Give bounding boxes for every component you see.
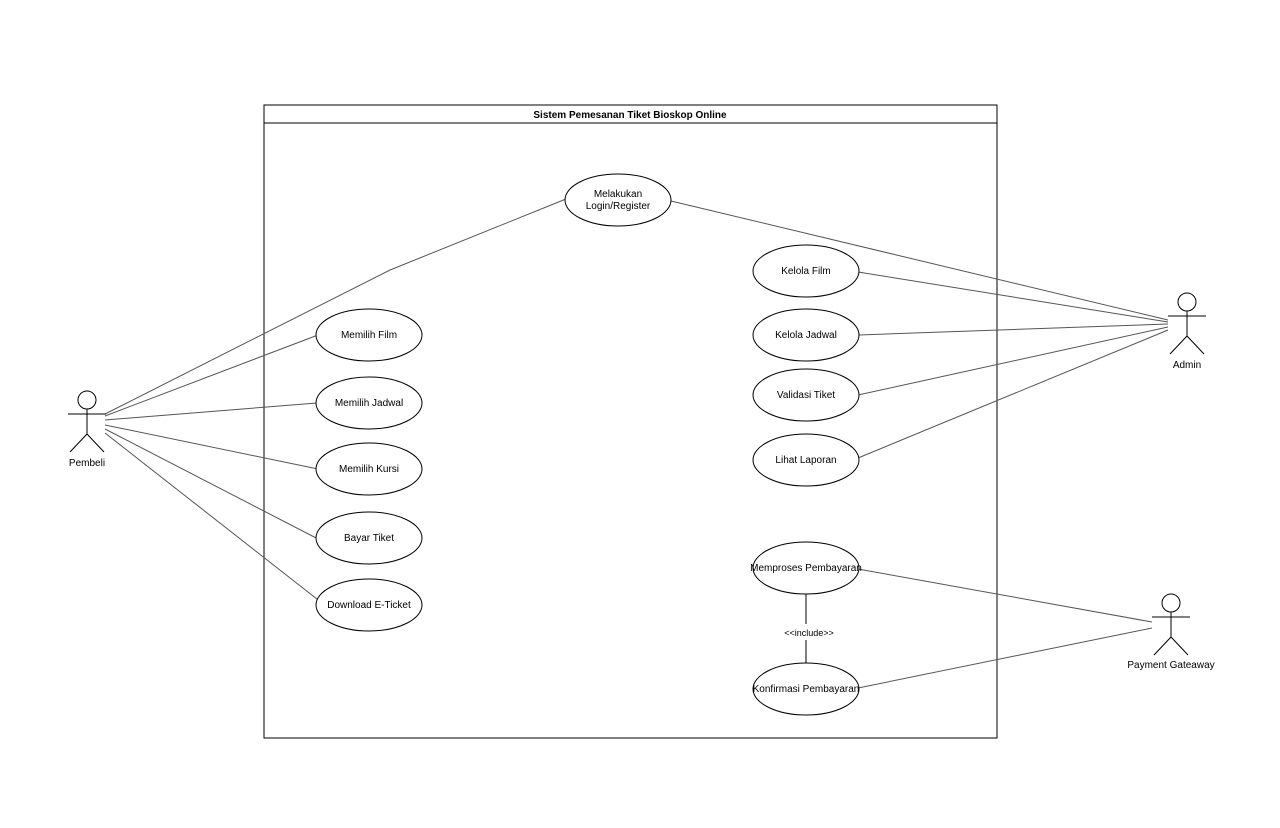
assoc-admin-login [670,200,1169,321]
use-case-login[interactable]: Melakukan Login/Register [564,173,672,227]
use-case-download-eticket[interactable]: Download E-Ticket [315,578,423,632]
assoc-admin-laporan [857,329,1169,459]
use-case-kelola-film-label: Kelola Film [781,266,830,277]
stick-figure-icon [1152,593,1190,656]
use-case-memproses-pembayaran-label: Memproses Pembayaran [750,563,862,574]
actor-payment-gateway-label: Payment Gateaway [1127,660,1214,671]
assoc-admin-kelola-film [857,271,1169,323]
use-case-memproses-pembayaran[interactable]: Memproses Pembayaran [750,541,862,595]
associations [104,198,1169,689]
assoc-pembeli-download [104,432,323,604]
actor-pembeli[interactable]: Pembeli [68,390,106,469]
assoc-pembeli-bayar-tiket [104,428,321,541]
use-case-bayar-tiket-label: Bayar Tiket [344,533,394,544]
use-case-kelola-jadwal-label: Kelola Jadwal [775,330,837,341]
use-case-login-label-line2: Login/Register [586,201,651,212]
use-case-memilih-kursi-ellipse [315,442,423,496]
stick-figure-icon [68,390,106,453]
use-case-memilih-kursi[interactable]: Memilih Kursi [315,442,423,496]
use-case-validasi-tiket-label: Validasi Tiket [777,390,835,401]
include-label: <<include>> [784,628,834,638]
use-case-validasi-tiket-ellipse [752,368,860,422]
assoc-pg-konfirmasi [857,627,1153,689]
use-case-lihat-laporan[interactable]: Lihat Laporan [752,433,860,487]
use-case-lihat-laporan-label: Lihat Laporan [775,455,836,466]
use-case-memilih-kursi-label: Memilih Kursi [339,464,399,475]
use-case-memproses-pembayaran-ellipse [752,541,860,595]
system-title: Sistem Pemesanan Tiket Bioskop Online [533,110,727,121]
use-case-download-eticket-label: Download E-Ticket [327,600,411,611]
use-case-lihat-laporan-ellipse [752,433,860,487]
actor-payment-gateway[interactable]: Payment Gateaway [1127,593,1215,671]
use-case-konfirmasi-pembayaran-label: Konfirmasi Pembayaran [753,684,860,695]
use-case-kelola-film-ellipse [752,244,860,298]
use-case-validasi-tiket[interactable]: Validasi Tiket [752,368,860,422]
actor-admin[interactable]: Admin [1168,292,1206,371]
use-case-konfirmasi-pembayaran-ellipse [752,662,860,716]
actor-pembeli-label: Pembeli [69,458,105,469]
use-case-kelola-jadwal-ellipse [752,308,860,362]
use-cases: Melakukan Login/Register Memilih Film Me… [315,173,862,716]
use-case-memilih-film-label: Memilih Film [341,330,397,341]
assoc-pembeli-memilih-kursi [104,424,319,470]
use-case-bayar-tiket-ellipse [315,511,423,565]
use-case-konfirmasi-pembayaran[interactable]: Konfirmasi Pembayaran [752,662,860,716]
use-case-download-eticket-ellipse [315,578,423,632]
assoc-pembeli-login [104,198,567,415]
assoc-admin-kelola-jadwal [858,323,1169,336]
use-case-kelola-jadwal[interactable]: Kelola Jadwal [752,308,860,362]
use-case-kelola-film[interactable]: Kelola Film [752,244,860,298]
assoc-pg-memproses [857,568,1153,623]
assoc-pembeli-memilih-jadwal [104,402,318,421]
use-case-memilih-jadwal-label: Memilih Jadwal [335,398,403,409]
use-case-memilih-jadwal[interactable]: Memilih Jadwal [315,376,423,430]
assoc-admin-validasi [857,326,1169,396]
stick-figure-icon [1168,292,1206,355]
use-case-memilih-jadwal-ellipse [315,376,423,430]
use-case-login-ellipse [564,173,672,227]
use-case-memilih-film-ellipse [315,308,423,362]
actor-admin-label: Admin [1173,360,1201,371]
use-case-bayar-tiket[interactable]: Bayar Tiket [315,511,423,565]
assoc-pembeli-memilih-film [104,334,319,417]
use-case-memilih-film[interactable]: Memilih Film [315,308,423,362]
use-case-login-label-line1: Melakukan [594,189,642,200]
